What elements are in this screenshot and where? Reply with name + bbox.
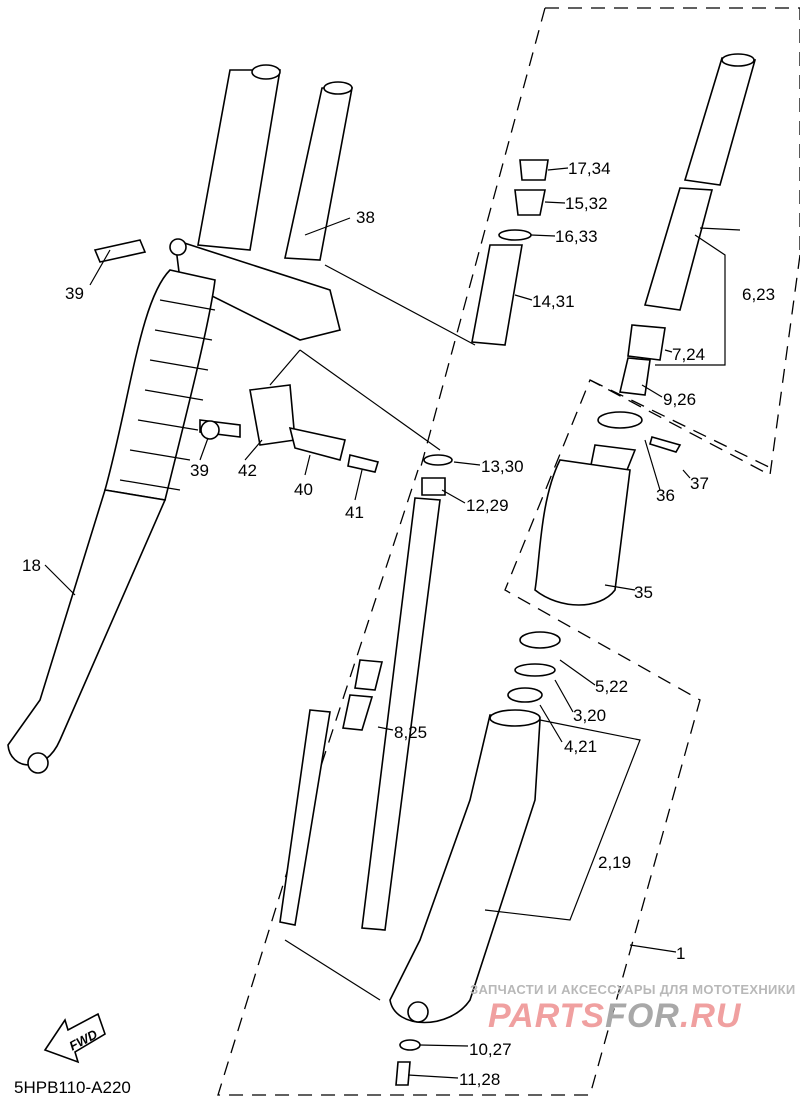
callout-37: 37 (690, 474, 709, 493)
watermark-tagline: ЗАПЧАСТИ И АКСЕССУАРЫ ДЛЯ МОТОТЕХНИКИ (470, 982, 796, 997)
callout-6-23: 6,23 (742, 285, 775, 304)
assembly-boundary-damper (589, 379, 776, 471)
callout-7-24: 7,24 (672, 345, 705, 364)
callout-16-33: 16,33 (555, 227, 598, 246)
watermark-brand-c: .RU (679, 997, 742, 1035)
callout-18: 18 (22, 556, 41, 575)
callout-5-22: 5,22 (595, 677, 628, 696)
callout-17-34: 17,34 (568, 159, 611, 178)
callout-13-30: 13,30 (481, 457, 524, 476)
callout-9-26: 9,26 (663, 390, 696, 409)
callout-14-31: 14,31 (532, 292, 575, 311)
callout-36: 36 (656, 486, 675, 505)
bracket-parts (199, 384, 380, 473)
callout-42: 42 (238, 461, 257, 480)
callout-11-28: 11,28 (459, 1070, 500, 1089)
callout-35: 35 (634, 583, 653, 602)
callout-12-29: 12,29 (466, 496, 509, 515)
callout-8-25: 8,25 (394, 723, 427, 742)
callout-1: 1 (676, 944, 685, 963)
leader-lines (44, 167, 741, 1079)
callout-41: 41 (345, 503, 364, 522)
callout-4-21: 4,21 (564, 737, 597, 756)
lower-fork-leg (389, 631, 561, 1086)
inner-parts (279, 159, 549, 931)
watermark-brand-b: FOR (605, 997, 680, 1035)
callout-39-upper: 39 (65, 284, 84, 303)
outer-tube-parts (534, 53, 757, 606)
callout-2-19: 2,19 (598, 853, 631, 872)
callout-39-lower: 39 (190, 461, 209, 480)
assembled-fork (7, 64, 353, 774)
diagram-code: 5HPB110-A220 (14, 1078, 131, 1097)
callout-38: 38 (356, 208, 375, 227)
assembly-boundary-inner (299, 7, 546, 831)
fwd-arrow-icon: FWD (43, 1012, 106, 1064)
callout-3-20: 3,20 (573, 706, 606, 725)
watermark-logo: PARTSFOR.RU (488, 999, 741, 1033)
watermark-brand-a: PARTS (488, 997, 606, 1035)
assembly-boundary-outer (217, 7, 800, 1096)
callout-40: 40 (294, 480, 313, 499)
callout-15-32: 15,32 (565, 194, 608, 213)
callout-10-27: 10,27 (469, 1040, 512, 1059)
